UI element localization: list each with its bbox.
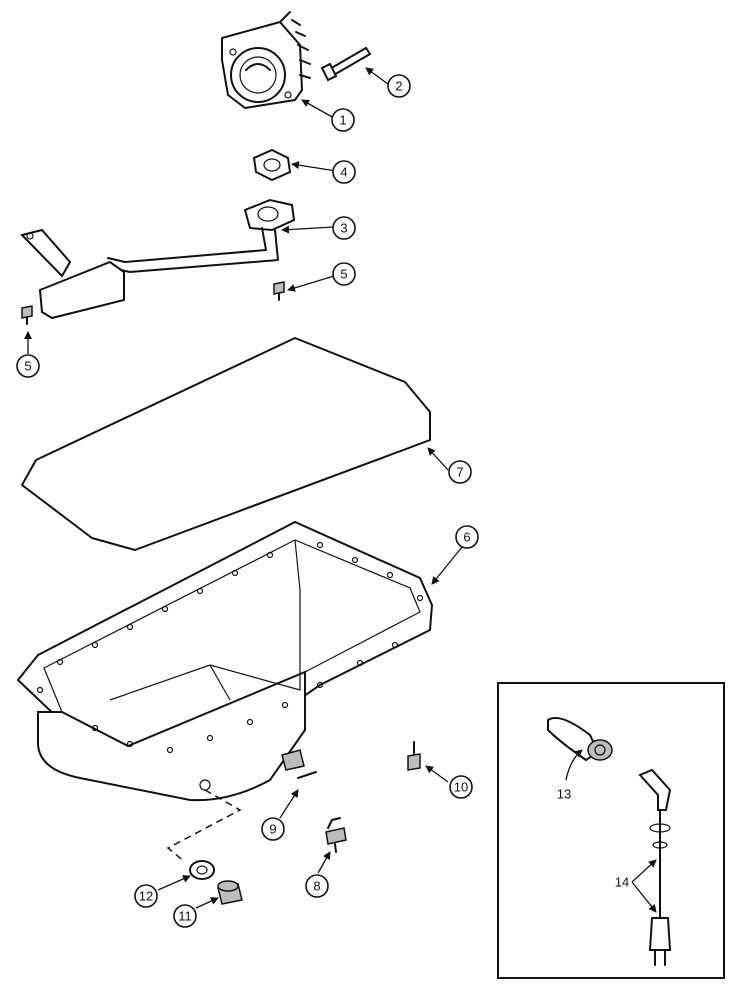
drain-plug-11	[217, 880, 243, 905]
suction-tube	[20, 198, 296, 320]
bolt-10	[407, 741, 421, 771]
callout-8: 8	[305, 874, 329, 898]
heater-inset	[497, 682, 725, 979]
svg-text:5: 5	[340, 267, 347, 282]
oil-pan	[16, 520, 434, 802]
callout-12: 12	[134, 884, 158, 908]
svg-text:6: 6	[463, 530, 470, 545]
screw-5-right	[273, 281, 285, 301]
pump-gasket	[252, 148, 292, 182]
callout-2: 2	[387, 74, 411, 98]
heater-element-13	[547, 716, 613, 762]
svg-text:1: 1	[339, 113, 346, 128]
label-14: 14	[615, 875, 629, 890]
callout-10: 10	[449, 775, 473, 799]
svg-text:7: 7	[456, 465, 463, 480]
svg-text:8: 8	[313, 879, 320, 894]
svg-text:11: 11	[178, 909, 192, 924]
callout-3: 3	[332, 216, 356, 240]
svg-text:2: 2	[395, 79, 402, 94]
leader-lines	[24, 67, 657, 913]
screw-5-left	[21, 305, 33, 325]
callout-7: 7	[448, 460, 472, 484]
washer-12	[166, 789, 242, 880]
callout-11: 11	[173, 904, 197, 928]
callout-6: 6	[455, 525, 479, 549]
pan-bolt-holes	[36, 541, 424, 754]
label-13: 13	[557, 787, 571, 802]
oil-pan-gasket	[21, 337, 431, 551]
svg-text:14: 14	[615, 875, 629, 890]
callout-5-right: 5	[332, 262, 356, 286]
svg-text:13: 13	[557, 787, 571, 802]
callout-4: 4	[332, 160, 356, 184]
heater-cord-14	[638, 768, 672, 966]
pump-bolt	[320, 46, 372, 82]
pin-9	[297, 771, 317, 779]
svg-text:4: 4	[340, 165, 347, 180]
svg-text:12: 12	[139, 889, 153, 904]
svg-text:9: 9	[269, 822, 276, 837]
svg-text:10: 10	[454, 780, 468, 795]
fitting-8	[325, 817, 347, 853]
svg-text:3: 3	[340, 221, 347, 236]
callout-9: 9	[261, 817, 285, 841]
callout-5-left: 5	[16, 354, 40, 378]
svg-text:5: 5	[24, 359, 31, 374]
oil-pump	[221, 11, 311, 110]
callout-1: 1	[331, 108, 355, 132]
